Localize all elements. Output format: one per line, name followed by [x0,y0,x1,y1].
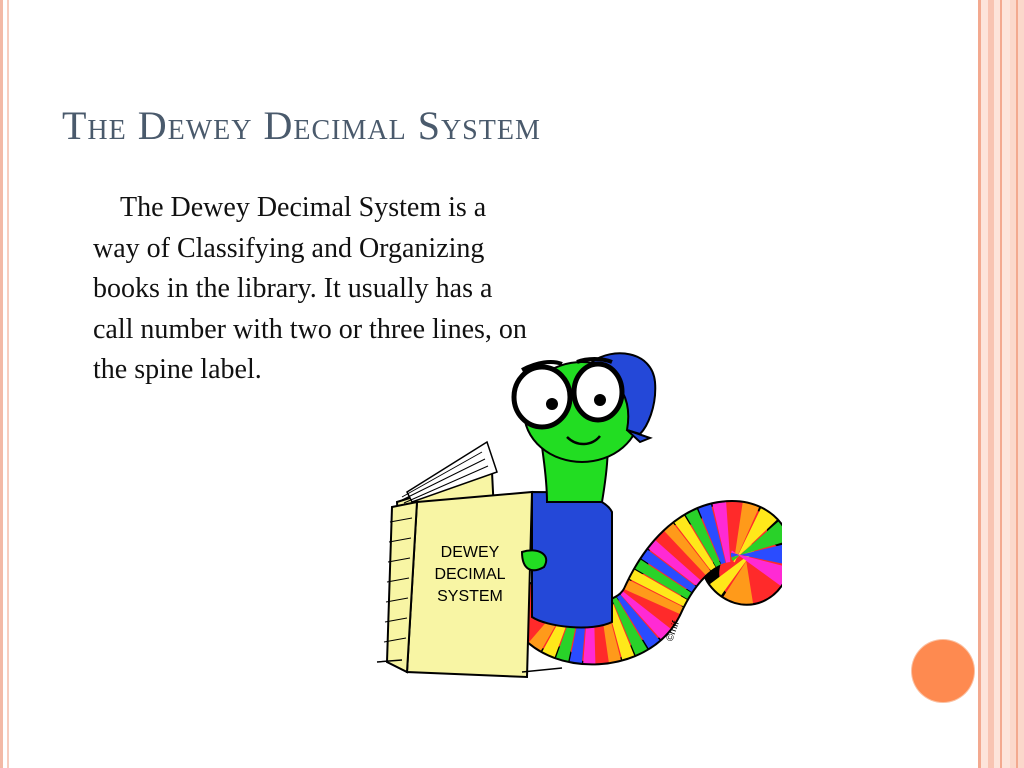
book-icon: DEWEY DECIMAL SYSTEM [383,440,534,679]
left-border [0,0,10,768]
slide-body-text: The Dewey Decimal System is a way of Cla… [93,192,527,385]
rainbow-tail [510,499,782,666]
book-title-line: SYSTEM [437,588,503,605]
book-title-line: DEWEY [441,544,500,561]
border-stripe [1016,0,1018,768]
glasses-icon [511,361,625,430]
border-stripe [1000,0,1002,768]
slide-title: The Dewey Decimal System [62,103,541,148]
bookworm-illustration: DEWEY DECIMAL SYSTEM ©mif [376,352,782,679]
border-stripe [978,0,981,768]
decorative-orange-circle [912,640,974,702]
book-title-line: DECIMAL [434,566,505,583]
worm-hand [520,549,548,572]
border-stripe [988,0,994,768]
